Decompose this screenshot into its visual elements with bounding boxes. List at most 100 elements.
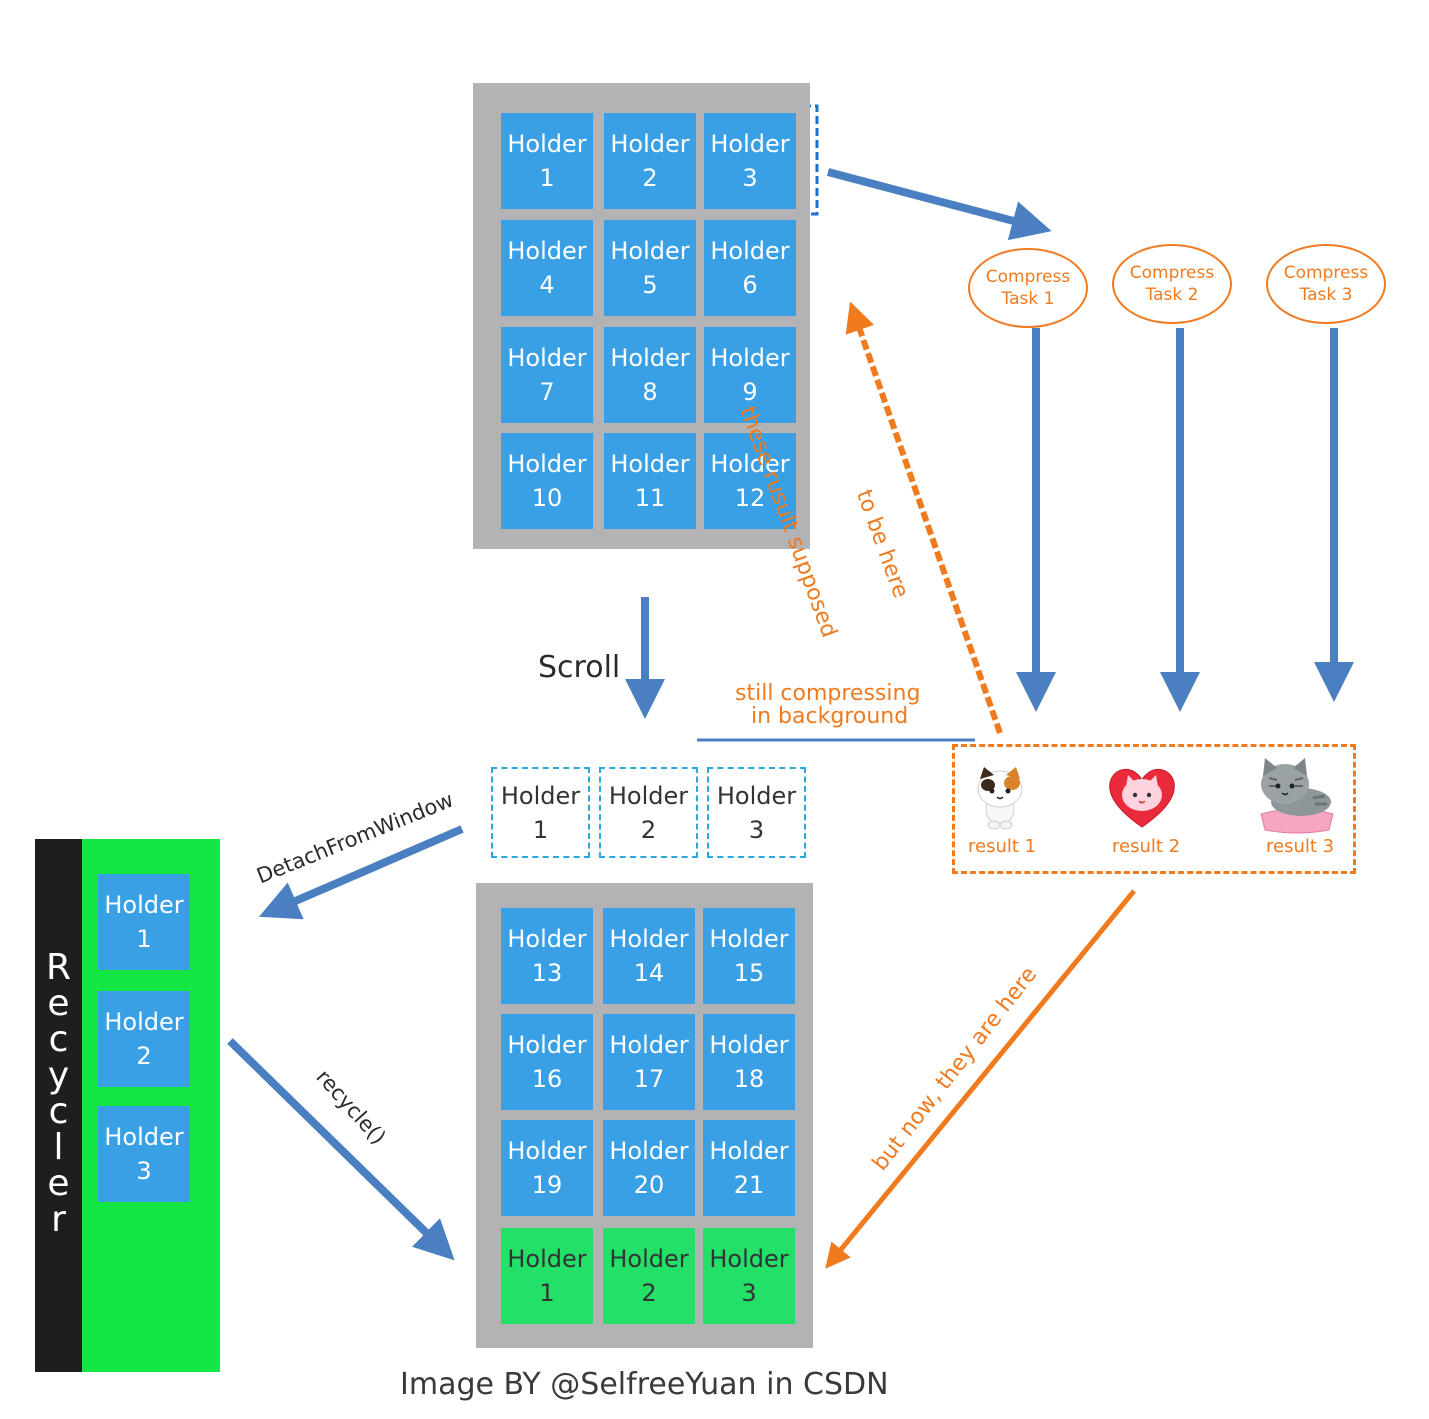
holder-bottom-3: Holder 15: [703, 908, 795, 1004]
holder-bottom-8-number: 20: [633, 1171, 665, 1199]
cat-icon: [977, 767, 1023, 830]
detached-holder-2-number: 2: [640, 815, 657, 844]
recycler-holder-3-number: 3: [136, 1157, 152, 1185]
holder-bottom-10-label: Holder: [507, 1245, 587, 1273]
arrow-to-tasks: [826, 168, 1052, 241]
holder-top-3-number: 3: [742, 164, 758, 192]
holder-bottom-8: Holder 20: [603, 1120, 695, 1216]
holder-bottom-2-label: Holder: [609, 925, 689, 953]
holder-top-8-number: 8: [642, 378, 658, 406]
recycler-holder-1-label: Holder: [104, 891, 184, 919]
holder-top-1-number: 1: [539, 164, 555, 192]
holder-top-6-label: Holder: [710, 237, 790, 265]
holder-bottom-2-number: 14: [633, 959, 665, 987]
compress-task-1: Compress Task 1: [968, 248, 1088, 328]
holder-top-7-number: 7: [539, 378, 555, 406]
detached-holder-1-number: 1: [532, 815, 549, 844]
recycler-letter: l: [53, 1127, 64, 1168]
holder-top-4-label: Holder: [507, 237, 587, 265]
compress-task-1-line1: Compress: [985, 267, 1071, 287]
holder-bottom-9: Holder 21: [703, 1120, 795, 1216]
detached-holder-1: Holder 1: [491, 767, 590, 858]
holder-top-10-number: 10: [531, 484, 563, 512]
heart-cat-icon: [1109, 768, 1175, 828]
holder-top-2-number: 2: [642, 164, 658, 192]
arrow-supposed-dashed: [845, 301, 1003, 734]
holder-bottom-5-label: Holder: [609, 1031, 689, 1059]
recycler-letter: e: [47, 983, 70, 1024]
holder-bottom-6-label: Holder: [709, 1031, 789, 1059]
holder-bottom-1-number: 13: [531, 959, 563, 987]
recycler-letter: e: [47, 1163, 70, 1204]
detached-holder-3-number: 3: [748, 815, 765, 844]
recycler-holder-3-label: Holder: [104, 1123, 184, 1151]
recycler-holder-3: Holder 3: [98, 1106, 190, 1202]
holder-bottom-3-number: 15: [733, 959, 765, 987]
compress-task-3: Compress Task 3: [1266, 244, 1386, 324]
holder-bottom-4-label: Holder: [507, 1031, 587, 1059]
holder-top-11-label: Holder: [610, 450, 690, 478]
arrow-recycle: [227, 1038, 455, 1261]
recycler-holder-2-number: 2: [136, 1042, 152, 1070]
gray-cat-on-cushion-icon: [1260, 758, 1334, 834]
result-1-label: result 1: [968, 836, 1037, 857]
arrow-detach: [258, 825, 464, 920]
holder-top-11: Holder 11: [604, 433, 696, 529]
holder-top-1-label: Holder: [507, 130, 587, 158]
holder-bottom-6: Holder 18: [703, 1014, 795, 1110]
holder-bottom-7-number: 19: [531, 1171, 563, 1199]
recycler-bar: [35, 839, 82, 1372]
recycler-holder-2-label: Holder: [104, 1008, 184, 1036]
recycler-letter: c: [48, 1019, 69, 1060]
recycler-holder-1-number: 1: [136, 925, 152, 953]
holder-top-5-label: Holder: [610, 237, 690, 265]
holder-top-3-label: Holder: [710, 130, 790, 158]
results-box: [952, 744, 1356, 874]
still-compressing-line1: still compressing: [735, 681, 921, 706]
holder-bottom-9-number: 21: [733, 1171, 765, 1199]
holder-bottom-7: Holder 19: [501, 1120, 593, 1216]
holder-bottom-12-label: Holder: [709, 1245, 789, 1273]
result-3-label: result 3: [1266, 836, 1335, 857]
detached-holder-1-label: Holder: [500, 781, 581, 810]
holder-bottom-5-number: 17: [633, 1065, 665, 1093]
holder-top-8-label: Holder: [610, 344, 690, 372]
holder-bottom-3-label: Holder: [709, 925, 789, 953]
holder-bottom-9-label: Holder: [709, 1137, 789, 1165]
holder-top-5-number: 5: [642, 271, 658, 299]
recycler-holder-2: Holder 2: [98, 991, 190, 1087]
compress-task-2-line1: Compress: [1129, 263, 1215, 283]
holder-top-5: Holder 5: [604, 220, 696, 316]
holder-bottom-6-number: 18: [733, 1065, 765, 1093]
still-compressing-line2: in background: [751, 704, 909, 729]
compress-task-2: Compress Task 2: [1112, 244, 1232, 324]
detached-holder-3-label: Holder: [716, 781, 797, 810]
holder-bottom-5: Holder 17: [603, 1014, 695, 1110]
compress-task-3-line1: Compress: [1283, 263, 1369, 283]
detached-holder-2: Holder 2: [599, 767, 698, 858]
detached-holder-3: Holder 3: [707, 767, 806, 858]
holder-top-12-label: Holder: [710, 450, 790, 478]
holder-top-2: Holder 2: [604, 113, 696, 209]
compress-task-2-line2: Task 2: [1145, 285, 1199, 305]
holder-bottom-8-label: Holder: [609, 1137, 689, 1165]
holder-top-9-number: 9: [742, 378, 758, 406]
holder-top-11-number: 11: [634, 484, 666, 512]
holder-top-12: Holder 12: [704, 433, 796, 529]
holder-top-12-number: 12: [734, 484, 766, 512]
credit-label: Image BY @SelfreeYuan in CSDN: [400, 1367, 889, 1402]
holder-bottom-7-label: Holder: [507, 1137, 587, 1165]
holder-top-2-label: Holder: [610, 130, 690, 158]
holder-bottom-4-number: 16: [531, 1065, 563, 1093]
holder-bottom-1-label: Holder: [507, 925, 587, 953]
arrow-but-now: [825, 889, 1136, 1269]
holder-bottom-2: Holder 14: [603, 908, 695, 1004]
detached-holder-2-label: Holder: [608, 781, 689, 810]
holder-top-6-number: 6: [742, 271, 758, 299]
